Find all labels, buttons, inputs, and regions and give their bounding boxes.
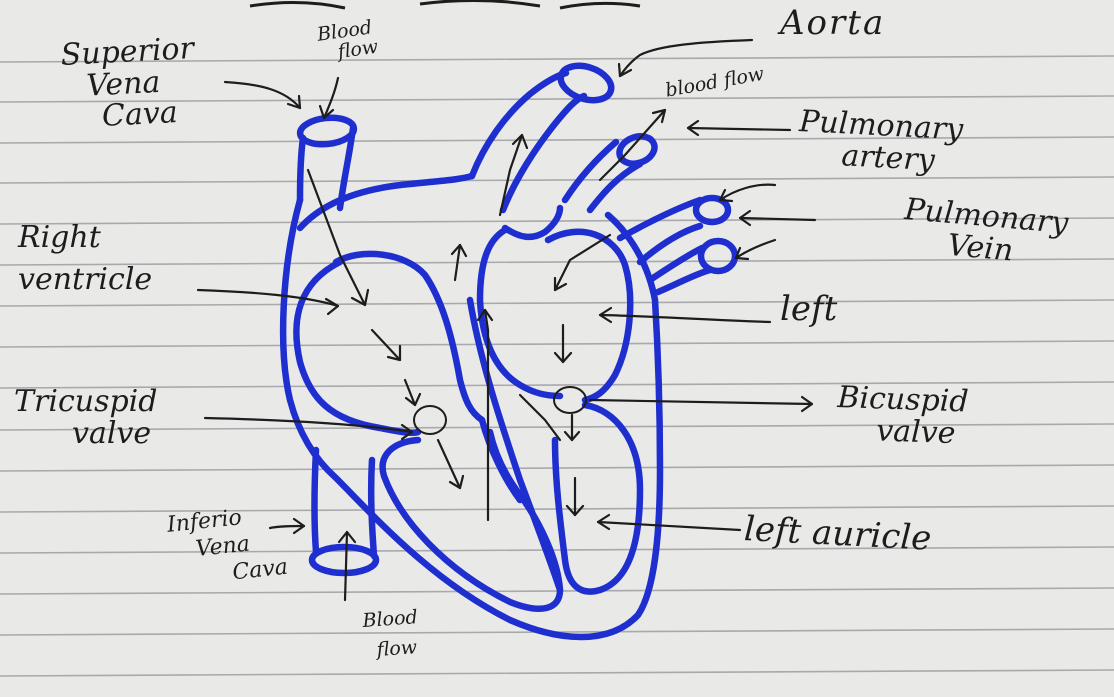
label-blood-flow-bottom: Blood flow [362, 608, 420, 662]
blood-flow-bottom-line-2: flow [376, 638, 420, 661]
label-pulmonary-artery: Pulmonary artery [797, 106, 964, 178]
right-ventricle-line-1: Right [18, 222, 152, 254]
label-left: left [780, 292, 837, 328]
ivc-vessel-left [315, 450, 317, 552]
blood-flow-bottom-line-1: Blood [362, 608, 418, 632]
label-tricuspid-valve: Tricuspid valve [14, 386, 157, 449]
inferior-vena-cava-line-3: Cava [231, 556, 289, 585]
left-text: left [780, 289, 837, 329]
tricuspid-valve-line-1: Tricuspid [14, 386, 157, 418]
label-aorta: Aorta [780, 6, 885, 42]
superior-vena-cava-line-3: Cava [101, 96, 198, 132]
ivc-vessel-right [371, 460, 374, 556]
bicuspid-valve-line-2: valve [876, 415, 968, 450]
aorta-text: Aorta [780, 3, 885, 43]
label-bicuspid-valve: Bicuspid valve [836, 382, 969, 450]
label-inferior-vena-cava: Inferio Vena Cava [166, 502, 289, 591]
tricuspid-valve-line-2: valve [72, 418, 157, 450]
bicuspid-valve-line-1: Bicuspid [837, 382, 969, 418]
svc-vessel-left [300, 138, 303, 200]
label-right-ventricle: Right ventricle [18, 222, 152, 295]
label-superior-vena-cava: Superior Vena Cava [60, 33, 198, 134]
label-blood-flow-top: Blood flow [316, 18, 379, 66]
right-ventricle-line-2: ventricle [18, 264, 152, 296]
